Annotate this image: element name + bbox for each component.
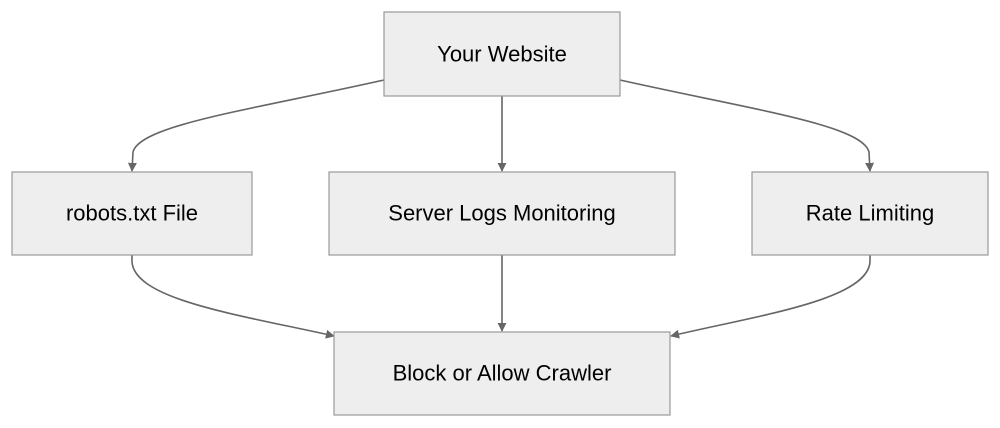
edge-website-to-rate	[619, 79, 875, 172]
node-your-website-label: Your Website	[437, 42, 567, 67]
edge-rate-to-decision	[670, 255, 871, 339]
node-server-logs-monitoring-label: Server Logs Monitoring	[388, 201, 615, 226]
edges	[127, 79, 875, 339]
node-block-or-allow-crawler-label: Block or Allow Crawler	[393, 361, 612, 386]
edge-website-to-robots	[127, 79, 385, 172]
node-rate-limiting-label: Rate Limiting	[806, 201, 934, 226]
node-block-or-allow-crawler: Block or Allow Crawler	[333, 331, 671, 416]
node-rate-limiting: Rate Limiting	[751, 171, 989, 256]
node-server-logs-monitoring: Server Logs Monitoring	[328, 171, 676, 256]
node-robots-txt-file-label: robots.txt File	[66, 201, 198, 226]
node-robots-txt-file: robots.txt File	[11, 171, 253, 256]
edge-robots-to-decision	[131, 255, 335, 339]
node-your-website: Your Website	[383, 11, 621, 97]
